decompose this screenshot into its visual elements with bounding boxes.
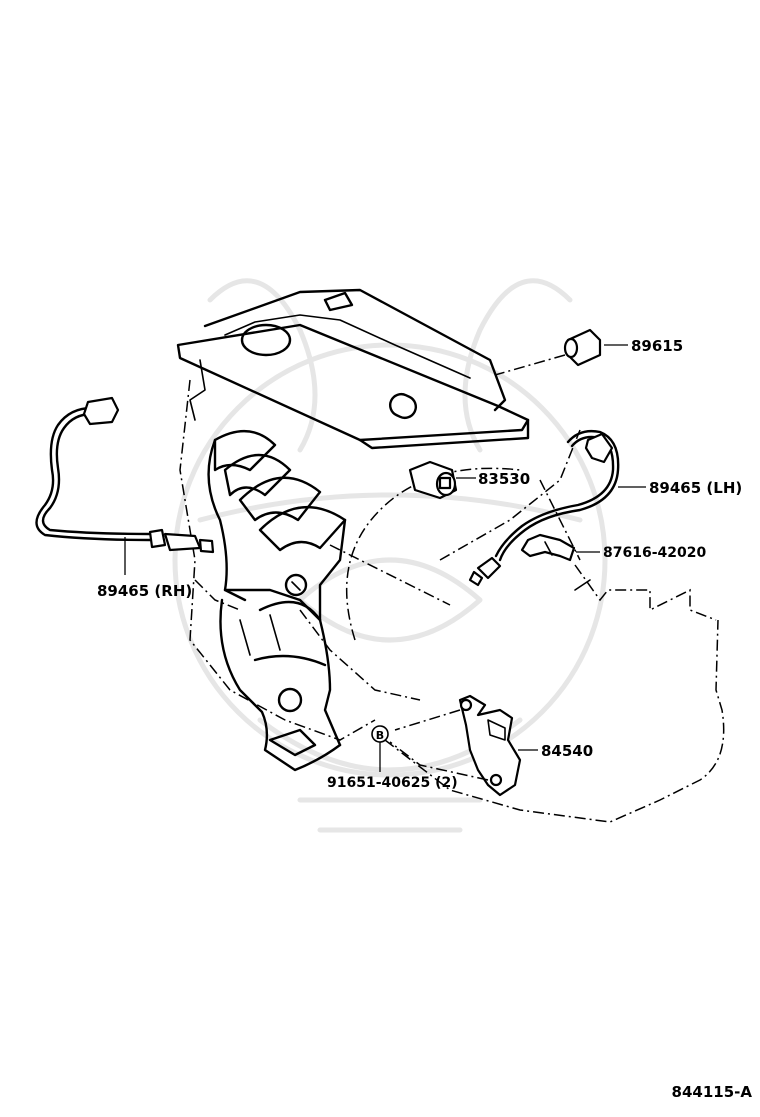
ref-marker-b: B (376, 729, 384, 742)
diagram-code: 844115-A (672, 1083, 753, 1101)
switch-83530 (408, 460, 476, 500)
label-83530: 83530 (478, 470, 530, 488)
transaxle (574, 579, 591, 591)
bolt-marker-b: B (371, 725, 389, 772)
switch-84540 (389, 694, 538, 797)
label-91651: 91651-40625 (2) (327, 775, 458, 791)
engine-block (179, 379, 725, 823)
exhaust-manifold (207, 429, 347, 622)
clamp-87616 (520, 533, 600, 562)
sensor-89615 (494, 328, 628, 376)
label-84540: 84540 (541, 742, 593, 760)
cylinder-head (176, 288, 530, 450)
catalytic-converter (219, 598, 342, 772)
label-89465-rh: 89465 (RH) (97, 582, 192, 600)
label-87616: 87616-42020 (603, 545, 706, 561)
oxygen-sensor-rh (35, 396, 215, 575)
label-89465-lh: 89465 (LH) (649, 479, 742, 497)
label-89615: 89615 (631, 337, 683, 355)
oxygen-sensor-lh (468, 429, 646, 587)
